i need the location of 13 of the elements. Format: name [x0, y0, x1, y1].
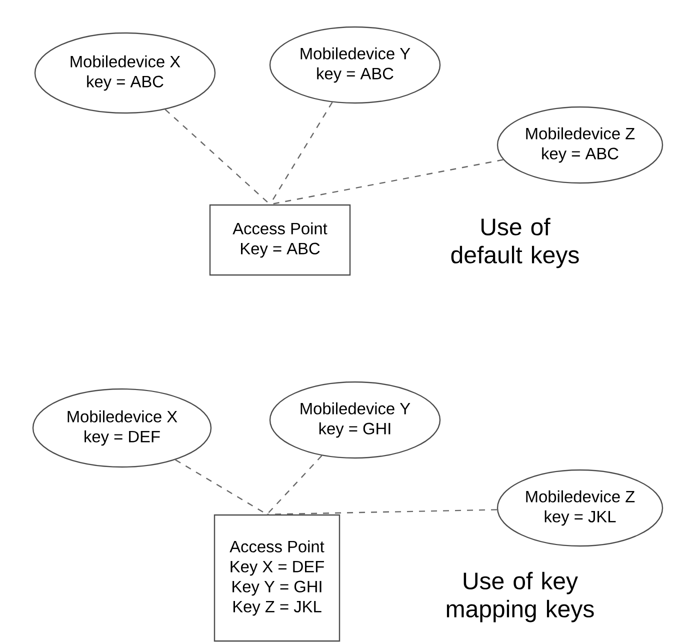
dashed-line [267, 509, 497, 515]
ellipse-node: Mobiledevice Y key = ABC [269, 26, 441, 104]
ellipse-node: Mobiledevice Z key = JKL [496, 469, 664, 547]
access-point-box: Access Point Key = ABC [209, 204, 351, 276]
caption-text: Use of default keys [451, 218, 579, 268]
dashed-line [266, 455, 322, 515]
access-point-box: Access Point Key X = DEF Key Y = GHI Key Z = JKL [214, 514, 340, 642]
caption-text: Use of key mapping keys [446, 572, 594, 622]
ellipse-node: Mobiledevice X key = ABC [34, 32, 216, 114]
dashed-line [164, 108, 270, 205]
ellipse-node: Mobiledevice Z key = ABC [496, 106, 664, 184]
ellipse-node: Mobiledevice Y key = GHI [269, 381, 441, 459]
ellipse-node: Mobiledevice X key = DEF [32, 388, 212, 468]
